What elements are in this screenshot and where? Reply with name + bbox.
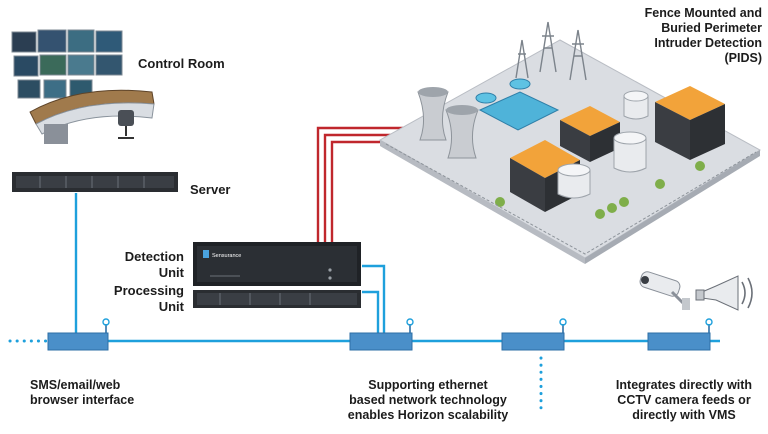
processing-unit-label: Processing Unit xyxy=(106,283,184,315)
cctv-label-line2: CCTV camera feeds or xyxy=(617,393,751,407)
processing-unit-label-line2: Unit xyxy=(158,299,184,314)
ethernet-label-line2: based network technology xyxy=(349,393,507,407)
siren-icon xyxy=(695,275,753,311)
detection-unit-label-line2: Unit xyxy=(158,265,184,280)
network-node-icon xyxy=(647,318,713,351)
pids-label-line3: Intruder Detection xyxy=(654,36,762,50)
processing-unit-label-line1: Processing xyxy=(113,283,184,298)
pids-label-line4: (PIDS) xyxy=(724,51,763,65)
cctv-camera-icon xyxy=(639,271,690,310)
control-room-icon xyxy=(11,29,155,144)
network-node-icon xyxy=(501,318,567,351)
server-label: Server xyxy=(190,182,231,197)
rack-server-icon xyxy=(12,172,178,192)
cctv-label-line1: Integrates directly with xyxy=(615,378,753,392)
sms-interface-label-line2: browser interface xyxy=(30,393,135,407)
processing-unit-device xyxy=(193,290,361,308)
network-node-icon xyxy=(349,318,414,351)
device-brand-label: Sensurance xyxy=(212,253,241,259)
detection-unit-device xyxy=(193,242,361,286)
pids-label-line2: Buried Perimeter xyxy=(661,21,762,35)
cctv-label-line3: directly with VMS xyxy=(632,408,736,422)
ethernet-label: Supporting ethernet based network techno… xyxy=(330,378,526,423)
sms-interface-label-line1: SMS/email/web xyxy=(30,378,121,392)
dotted-extensions xyxy=(8,339,543,412)
detection-unit-label: Detection Unit xyxy=(106,249,184,281)
control-room-label: Control Room xyxy=(138,56,225,71)
pids-label-line1: Fence Mounted and xyxy=(644,6,762,20)
industrial-site-icon xyxy=(378,21,761,264)
ethernet-label-line3: enables Horizon scalability xyxy=(347,408,509,422)
ethernet-label-line1: Supporting ethernet xyxy=(368,378,488,392)
cctv-label: Integrates directly with CCTV camera fee… xyxy=(600,378,768,423)
network-node-icon xyxy=(47,318,110,351)
detection-unit-label-line1: Detection xyxy=(124,249,184,264)
pids-label: Fence Mounted and Buried Perimeter Intru… xyxy=(616,6,762,66)
sms-interface-label: SMS/email/web browser interface xyxy=(30,378,134,408)
